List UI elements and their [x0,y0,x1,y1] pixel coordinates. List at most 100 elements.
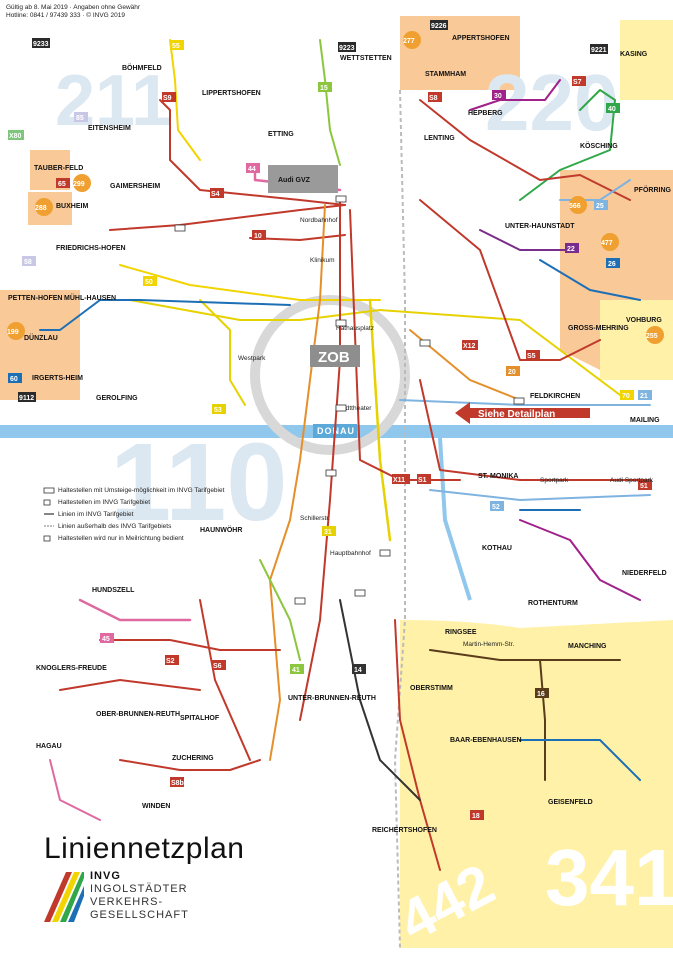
badge-x80: X80 [9,133,22,140]
badge-51: 51 [640,483,648,490]
badge-x11: X11 [393,477,405,484]
district-unterbrunnenreuth: UNTER-BRUNNEN-REUTH [288,695,376,702]
district-rothenturm: ROTHENTURM [528,600,578,607]
badge-26: 26 [608,261,616,268]
district-unterhaunstadt: UNTER-HAUNSTADT [505,223,575,230]
badge-s9: S9 [163,95,172,102]
badge-9223: 9223 [339,45,355,52]
district-gerolfing: GEROLFING [96,395,138,402]
district-pförring: PFÖRRING [634,185,672,194]
district-irgertsheim: IRGERTS-HEIM [32,375,83,382]
badge-s8: S8 [429,95,438,102]
badge-199: 199 [7,329,19,336]
badge-s4: S4 [211,191,220,198]
badge-40: 40 [608,106,616,113]
detail-label[interactable]: Siehe Detailplan [478,409,555,420]
page-title: Liniennetzplan [44,832,245,865]
badge-41: 41 [292,667,300,674]
district-mailing: MAILING [630,417,660,424]
badge-15: 15 [320,85,328,92]
district-oberstimm: OBERSTIMM [410,685,453,692]
district-winden: WINDEN [142,803,170,810]
river-branch [438,437,472,601]
badge-s7: S7 [573,79,582,86]
line-40 [519,89,616,201]
legend-item-stop: Haltestellen im INVG Tarifgebiet [58,499,150,506]
line-16b [539,659,546,781]
zone-kasing-yellow [620,20,673,100]
zone-number-341: 341 [545,833,673,922]
badge-30: 30 [494,93,502,100]
badge-55: 55 [172,43,180,50]
badge-18: 18 [472,813,480,820]
badge-65: 65 [58,181,66,188]
badge-45: 45 [102,636,110,643]
badge-10: 10 [254,233,262,240]
legend-item-line: Linien im INVG Tarifgebiet [58,511,134,518]
district-oberbrunnenreuth: OBER-BRUNNEN-REUTH [96,711,180,718]
zone-south-yellow [400,620,673,948]
legend-item-transfer: Haltestellen mit Umsteige-möglichkeit im… [58,487,225,494]
line-s2 [99,639,281,651]
railway-line [393,89,406,949]
zone-number-211: 211 [55,61,171,141]
line-52 [429,489,651,501]
stop-martin-hemm-str: Martin-Hemm-Str. [463,641,514,648]
line-10 [249,234,346,241]
district-etting: ETTING [268,131,294,138]
stop-audi-sportpark: Audi Sportpark [610,477,654,484]
audi-gvz-box [268,165,338,193]
stop-hauptbahnhof: Hauptbahnhof [330,550,371,557]
line-11 [269,204,326,761]
line-geisenfeld [519,739,641,781]
district-baar-ebenhausen: BAAR-EBENHAUSEN [450,737,522,744]
district-buxheim: BUXHEIM [56,203,88,210]
badge-70: 70 [622,393,630,400]
company-line-1: INGOLSTÄDTER [90,883,188,895]
badge-25: 25 [596,203,604,210]
badge-9233: 9233 [33,41,49,48]
validity-text: Gültig ab 8. Mai 2019 · Angaben ohne Gew… [6,4,141,11]
zob-label: ZOB [318,349,350,366]
district-niederfeld: NIEDERFELD [622,570,667,577]
badge-s1: S1 [418,477,427,484]
district-geisenfeld: GEISENFELD [548,799,593,806]
line-s1 [299,199,341,721]
badge-255: 255 [646,333,658,340]
badge-52: 52 [492,504,500,511]
badge-22: 22 [567,246,575,253]
district-ringsee: RINGSEE [445,629,477,636]
stop-schillerstr: Schillerstr. [300,515,330,522]
legend-item-one-direction: Haltestellen wird nur in Meilrichtung be… [58,535,184,542]
badge-299: 299 [73,181,85,188]
stop-nodes [174,195,525,605]
header-info: Gültig ab 8. Mai 2019 · Angaben ohne Gew… [6,4,140,20]
district-stammham: STAMMHAM [425,71,466,78]
line-41 [259,559,301,661]
badge-85: 85 [76,115,84,122]
badge-477: 477 [601,240,613,247]
detail-arrow[interactable] [455,402,590,424]
badge-566: 566 [569,203,581,210]
badge-s5: S5 [527,353,536,360]
zone-north-area [20,0,395,150]
stop-westpark: Westpark [238,355,266,362]
zone-number-110: 110 [110,421,287,544]
badge-20: 20 [508,369,516,376]
badge-14: 14 [354,667,362,674]
district-lippertshofen: LIPPERTSHOFEN [202,90,261,97]
zone-number-220: 220 [485,58,618,147]
badge-53: 53 [214,407,222,414]
line-16 [429,649,621,661]
district-reichertshofen: REICHERTSHOFEN [372,827,437,834]
line-60 [39,299,291,331]
badge-277: 277 [403,38,415,45]
badge-9112: 9112 [19,395,34,402]
stop-stadttheater: Stadttheater [336,405,372,412]
district-kothau: KOTHAU [482,545,512,552]
badge-x12: X12 [463,343,476,350]
line-s9 [159,99,346,206]
line-15 [319,39,341,166]
line-22 [479,229,571,251]
